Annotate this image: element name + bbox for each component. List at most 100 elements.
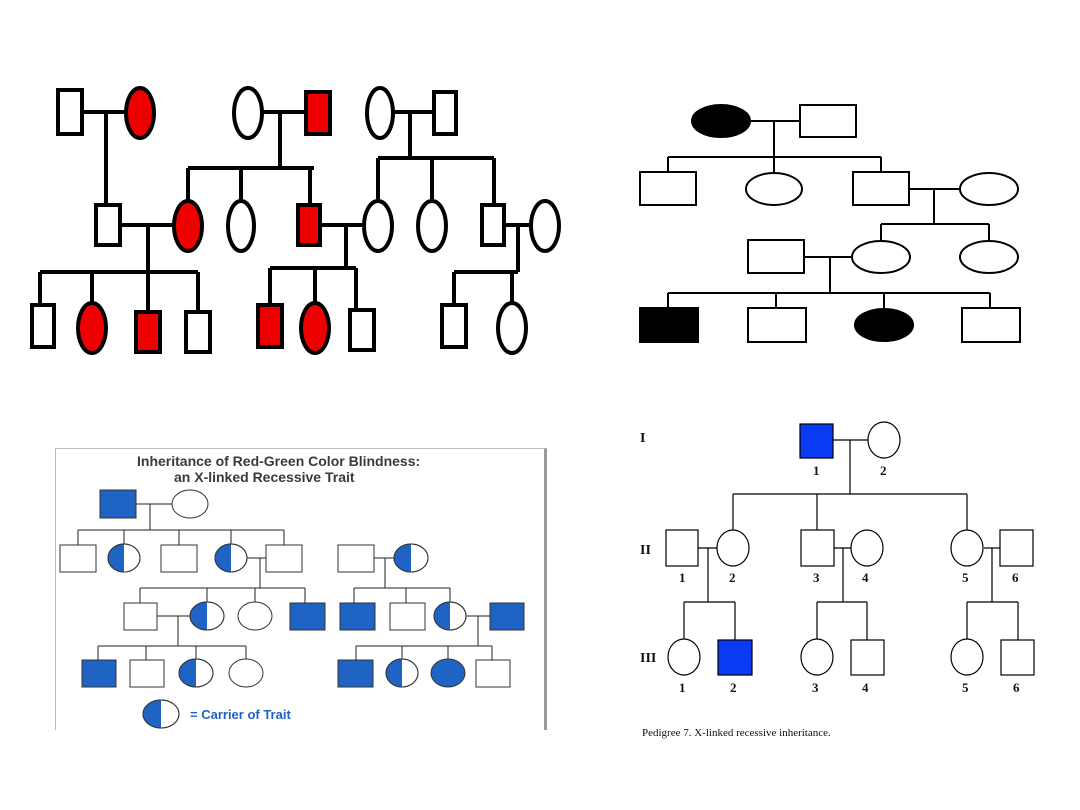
color-blindness-individuals: [59, 489, 525, 729]
affected-male: [81, 659, 117, 688]
gen3-number: 4: [862, 680, 869, 695]
unaffected-male: [389, 602, 426, 631]
black-pedigree-individuals: [639, 104, 1021, 343]
panel-title-line2: an X-linked Recessive Trait: [174, 469, 355, 485]
gen3-number: 6: [1013, 680, 1020, 695]
unaffected-female: [237, 601, 273, 631]
carrier-female: [107, 543, 141, 573]
affected-female: [124, 86, 156, 140]
unaffected-male: [639, 171, 697, 206]
unaffected-female: [228, 658, 264, 688]
unaffected-male: [56, 88, 84, 136]
carrier-female: [393, 543, 429, 573]
unaffected-male: [129, 659, 165, 688]
unaffected-male: [184, 310, 212, 354]
carrier-female: [189, 601, 225, 631]
affected-male: [337, 659, 374, 688]
unaffected-female: [171, 489, 209, 519]
gen3-male: [1000, 639, 1035, 676]
gen2-number: 3: [813, 570, 820, 585]
affected-female: [172, 199, 204, 253]
unaffected-male: [480, 203, 506, 247]
unaffected-male: [852, 171, 910, 206]
gen2-female: [950, 529, 984, 567]
unaffected-female: [529, 199, 561, 253]
gen2-number: 4: [862, 570, 869, 585]
gen2-number: 5: [962, 570, 969, 585]
affected-female: [430, 658, 466, 688]
gen1-female: [867, 421, 901, 459]
numbered-pedigree-individuals: [665, 421, 1035, 676]
black-pedigree-lines: [667, 120, 991, 308]
gen3-number: 5: [962, 680, 969, 695]
red-pedigree-individuals: [30, 86, 561, 355]
color-blindness-lines: [77, 503, 493, 660]
unaffected-female: [851, 240, 911, 274]
gen3-male-affected: [717, 639, 753, 676]
unaffected-female: [416, 199, 448, 253]
generation-labels: I II III: [640, 431, 656, 666]
unaffected-female: [362, 199, 394, 253]
unaffected-female: [745, 172, 803, 206]
unaffected-female: [959, 240, 1019, 274]
gen1-number: 1: [813, 463, 820, 478]
legend-carrier-symbol: [142, 699, 180, 729]
gen3-female: [667, 638, 701, 676]
unaffected-female: [496, 301, 528, 355]
unaffected-male: [348, 308, 376, 352]
carrier-female: [385, 658, 419, 688]
affected-female: [299, 301, 331, 355]
gen2-female: [716, 529, 750, 567]
gen3-number: 2: [730, 680, 737, 695]
numbered-pedigree-lines: [683, 439, 1019, 640]
gen2-male: [665, 529, 699, 567]
gen2-number: 2: [729, 570, 736, 585]
gen3-male: [850, 639, 885, 676]
unaffected-male: [59, 544, 97, 573]
unaffected-male: [440, 303, 468, 349]
legend-carrier-text: = Carrier of Trait: [190, 707, 291, 722]
unaffected-male: [475, 659, 511, 688]
affected-male: [304, 90, 332, 136]
individual-numbers: 1 2 1 2 3 4 5 6 1 2 3 4 5 6: [679, 463, 1020, 695]
unaffected-male: [432, 90, 458, 136]
unaffected-female: [365, 86, 395, 140]
unaffected-female: [959, 172, 1019, 206]
gen1-number: 2: [880, 463, 887, 478]
gen3-number: 1: [679, 680, 686, 695]
generation-label-2: II: [640, 543, 651, 558]
unaffected-male: [961, 307, 1021, 343]
unaffected-male: [265, 544, 303, 573]
gen2-number: 1: [679, 570, 686, 585]
unaffected-male: [160, 544, 198, 573]
gen2-number: 6: [1012, 570, 1019, 585]
gen3-number: 3: [812, 680, 819, 695]
carrier-female: [178, 658, 214, 688]
gen2-male: [800, 529, 835, 567]
red-pedigree-lines: [38, 110, 530, 312]
unaffected-male: [337, 544, 375, 573]
affected-male: [99, 489, 137, 519]
generation-label-3: III: [640, 651, 656, 666]
affected-male: [489, 602, 525, 631]
unaffected-female: [232, 86, 264, 140]
unaffected-male: [747, 307, 807, 343]
generation-label-1: I: [640, 431, 645, 446]
gen2-female: [850, 529, 884, 567]
unaffected-male: [30, 303, 56, 349]
unaffected-male: [747, 239, 805, 274]
affected-male: [296, 203, 322, 247]
gen2-male: [999, 529, 1034, 567]
affected-male: [256, 303, 284, 349]
unaffected-female: [226, 199, 256, 253]
gen1-male-affected: [799, 423, 834, 459]
affected-male: [289, 602, 326, 631]
affected-female: [854, 308, 914, 342]
affected-male: [639, 307, 699, 343]
affected-female: [691, 104, 751, 138]
unaffected-male: [94, 203, 122, 247]
